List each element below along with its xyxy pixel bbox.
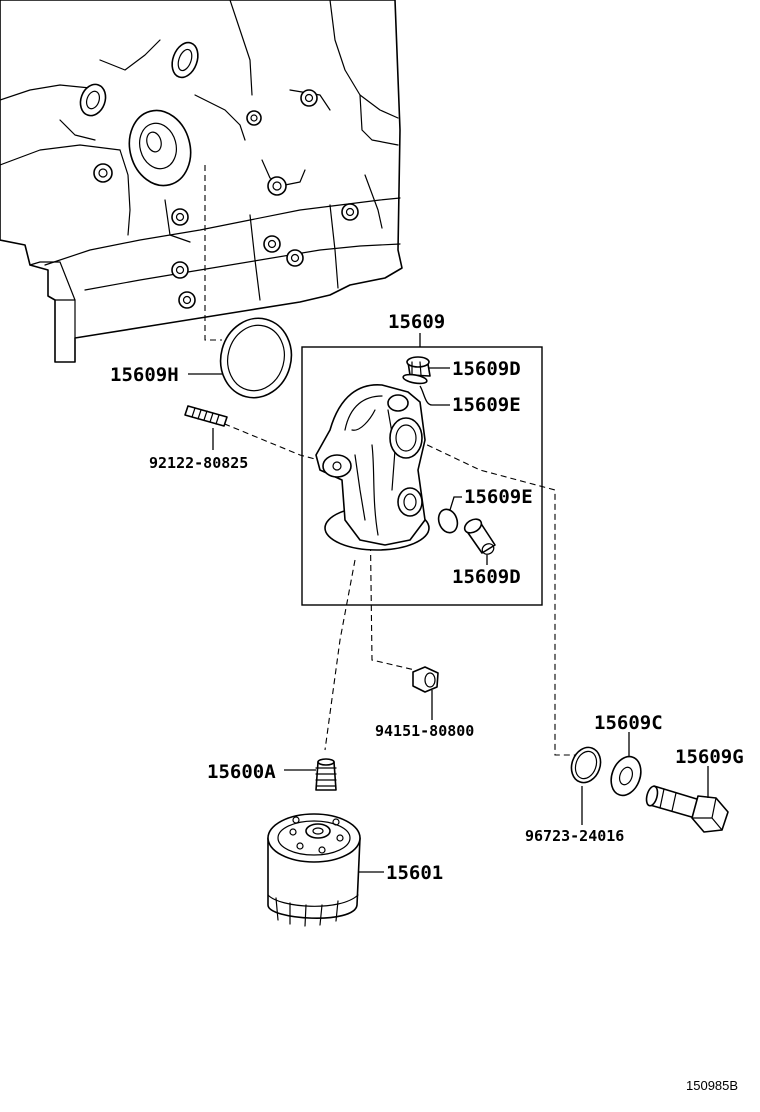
label-15609h: 15609H <box>110 364 179 386</box>
oil-filter-bracket <box>315 384 430 551</box>
o-ring-15609e-top <box>402 373 428 385</box>
stud-bolt <box>184 405 228 427</box>
union-stud-15600a <box>315 758 337 791</box>
label-15609g: 15609G <box>675 746 744 768</box>
leader-lines <box>188 333 709 873</box>
label-15601: 15601 <box>386 862 443 884</box>
label-15609e-mid: 15609E <box>464 486 533 508</box>
o-ring-96723-24016 <box>570 746 602 784</box>
label-15609c: 15609C <box>594 712 663 734</box>
label-15600a: 15600A <box>207 761 276 783</box>
plug-15609d-top <box>406 356 431 377</box>
flange-nut <box>412 666 439 693</box>
plug-15609d-mid <box>463 518 496 555</box>
gasket-15609c <box>610 755 642 797</box>
bracket-assembly-box <box>301 346 543 606</box>
engine-block <box>0 0 403 363</box>
o-ring-inner <box>574 750 598 780</box>
label-15609e-top: 15609E <box>452 394 521 416</box>
o-ring-15609e-mid <box>437 508 459 534</box>
drawing-reference-number: 150985B <box>686 1078 738 1093</box>
label-94151-80800: 94151-80800 <box>375 722 474 740</box>
label-15609d-mid: 15609D <box>452 566 521 588</box>
union-bolt-15609g <box>645 785 729 833</box>
label-15609d-top: 15609D <box>452 358 521 380</box>
oil-filter-15601 <box>267 813 361 927</box>
label-15609: 15609 <box>388 311 445 333</box>
gasket-ring-15609h <box>219 317 293 399</box>
label-92122-80825: 92122-80825 <box>149 454 248 472</box>
label-96723-24016: 96723-24016 <box>525 827 624 845</box>
